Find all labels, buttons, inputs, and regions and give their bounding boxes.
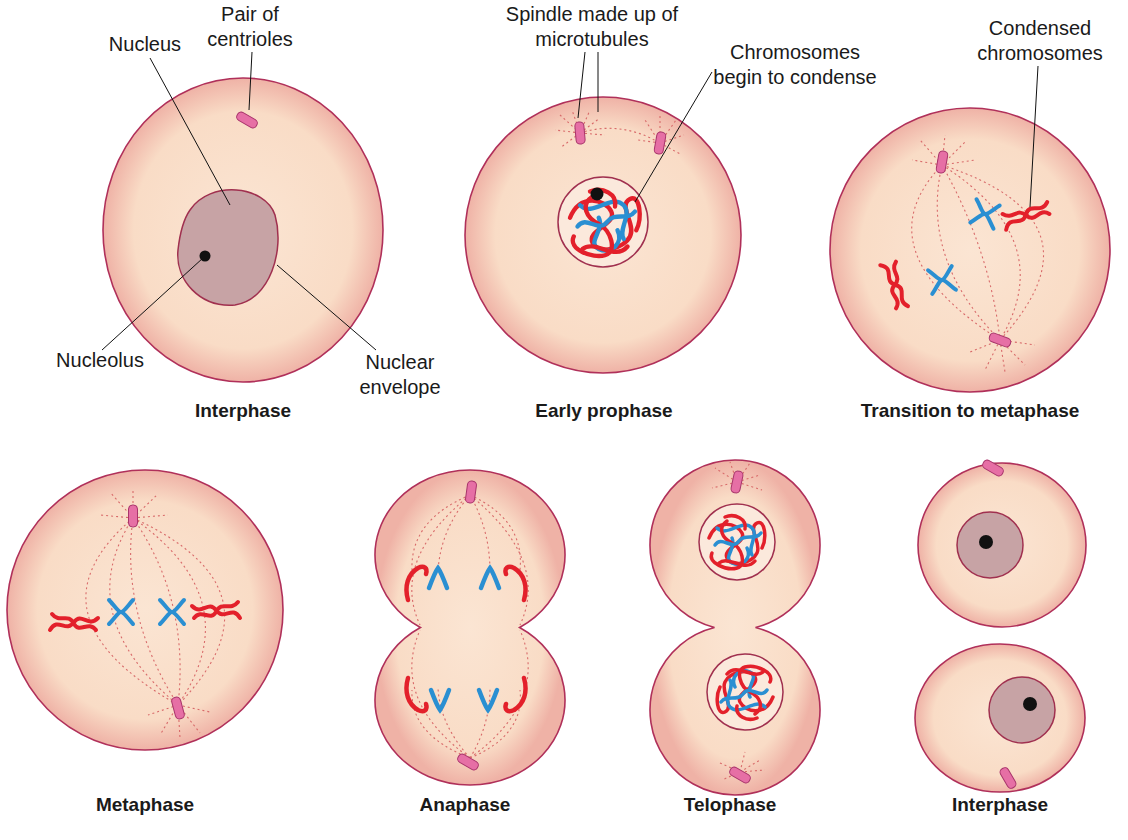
chromosome [160,600,184,624]
part-label: Nucleus [90,32,200,57]
daughter-cells [915,459,1086,792]
centriole [981,459,1005,478]
chromosome [50,614,98,630]
spindle-fibers [912,135,1044,372]
chromosome [479,690,497,710]
nucleus [699,504,775,580]
chromosome [429,568,447,588]
centriole [999,766,1018,790]
centriole [730,470,743,493]
chromosome [109,600,133,624]
spindle-fibers [412,495,528,758]
spindle-fibers [555,110,684,155]
chromosome [406,567,426,600]
anaphase-cell [375,470,565,785]
chromosomes [709,516,765,569]
chromosome [481,568,499,588]
stage-label: Interphase [133,398,353,423]
stage-label: Anaphase [365,792,565,817]
nucleus [957,512,1023,578]
part-label: Nuclear envelope [345,350,455,400]
part-label: Chromosomes begin to condense [709,40,881,90]
chromosome [505,567,525,600]
prometaphase-cell [830,108,1110,392]
stage-label: Early prophase [484,398,724,423]
stage-label: Transition to metaphase [820,398,1120,423]
nucleolus [1023,697,1037,711]
centriole [171,696,185,720]
chromosomes [717,666,773,719]
centriole [465,480,477,503]
chromosome [505,678,525,711]
nucleus [989,677,1055,743]
nucleolus [591,188,604,201]
stage-label: Interphase [900,792,1100,817]
chromosome [970,199,999,228]
centriole [456,753,480,772]
part-label: Spindle made up of microtubules [492,2,692,52]
chromosome [192,602,240,618]
nucleus [178,190,278,305]
centriole [575,122,586,145]
chromosome [880,260,911,311]
stage-label: Telophase [630,792,830,817]
centriole [235,111,259,130]
chromosome [928,266,956,294]
condensing-chromosomes [570,190,640,256]
part-label: Pair of centrioles [190,2,310,52]
chromosome [406,678,426,711]
nucleus [558,177,648,267]
metaphase-cell [7,470,283,750]
centriole [988,332,1012,348]
interphase-cell [103,78,383,382]
part-label: Nucleolus [40,348,160,373]
nucleus [707,654,783,730]
leader-lines [102,52,1038,350]
chromosome [431,690,449,710]
centriole [936,150,949,173]
prophase-cell [465,97,741,373]
centriole [129,505,138,527]
chromosome [1001,198,1052,229]
telophase-cell [650,460,820,795]
nucleolus [979,535,993,549]
centriole [654,131,667,154]
stage-label: Metaphase [45,792,245,817]
part-label: Condensed chromosomes [965,16,1115,66]
centriole [728,766,752,785]
